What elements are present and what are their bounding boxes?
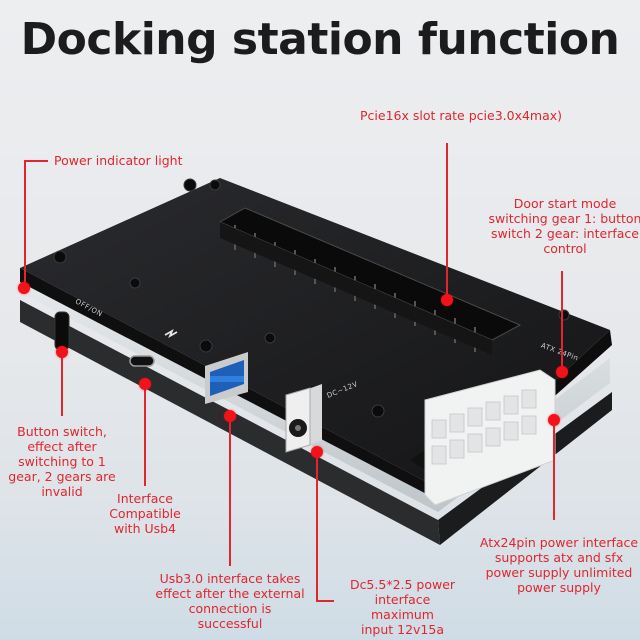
usb30-marker	[224, 410, 236, 422]
atx24pin-marker	[548, 414, 560, 426]
pcie-slot	[218, 207, 522, 355]
atx24pin-leader	[553, 420, 555, 520]
pcie-slot-label: Pcie16x slot rate pcie3.0x4max)	[360, 108, 563, 123]
atx-24pin-connector	[410, 369, 556, 506]
power-indicator-leader-v	[24, 160, 26, 286]
power-indicator-label: Power indicator light	[54, 153, 183, 168]
button-switch-label: Button switch, effect after switching to…	[8, 424, 116, 499]
usb-a-port	[205, 352, 248, 404]
dc-power-leader-v	[316, 452, 318, 602]
page-title: Docking station function	[20, 14, 620, 65]
atx24pin-label: Atx24pin power interface supports atx an…	[479, 535, 639, 595]
dc-power-leader-h	[316, 600, 334, 602]
usb30-leader	[229, 416, 231, 566]
dc-power-label: Dc5.5*2.5 power interface maximum input …	[349, 577, 456, 637]
usb4-marker	[139, 378, 151, 390]
door-start-mode-label: Door start mode switching gear 1: button…	[488, 196, 640, 256]
usb30-label: Usb3.0 interface takes effect after the …	[155, 571, 305, 631]
door-start-mode-leader	[561, 271, 563, 371]
dc-barrel-jack	[285, 384, 322, 453]
dc-power-marker	[311, 446, 323, 458]
pcie-slot-leader	[446, 143, 448, 300]
usb-c-port	[129, 355, 155, 367]
power-toggle-switch	[54, 311, 70, 351]
power-indicator-leader-h	[24, 160, 48, 162]
power-indicator-marker	[18, 282, 30, 294]
button-switch-marker	[56, 346, 68, 358]
pcie-slot-marker	[441, 294, 453, 306]
usb4-label: Interface Compatible with Usb4	[109, 491, 181, 536]
button-switch-leader	[61, 352, 63, 416]
usb4-leader	[144, 384, 146, 486]
thunderbolt-icon	[164, 328, 178, 339]
door-start-mode-marker	[556, 366, 568, 378]
